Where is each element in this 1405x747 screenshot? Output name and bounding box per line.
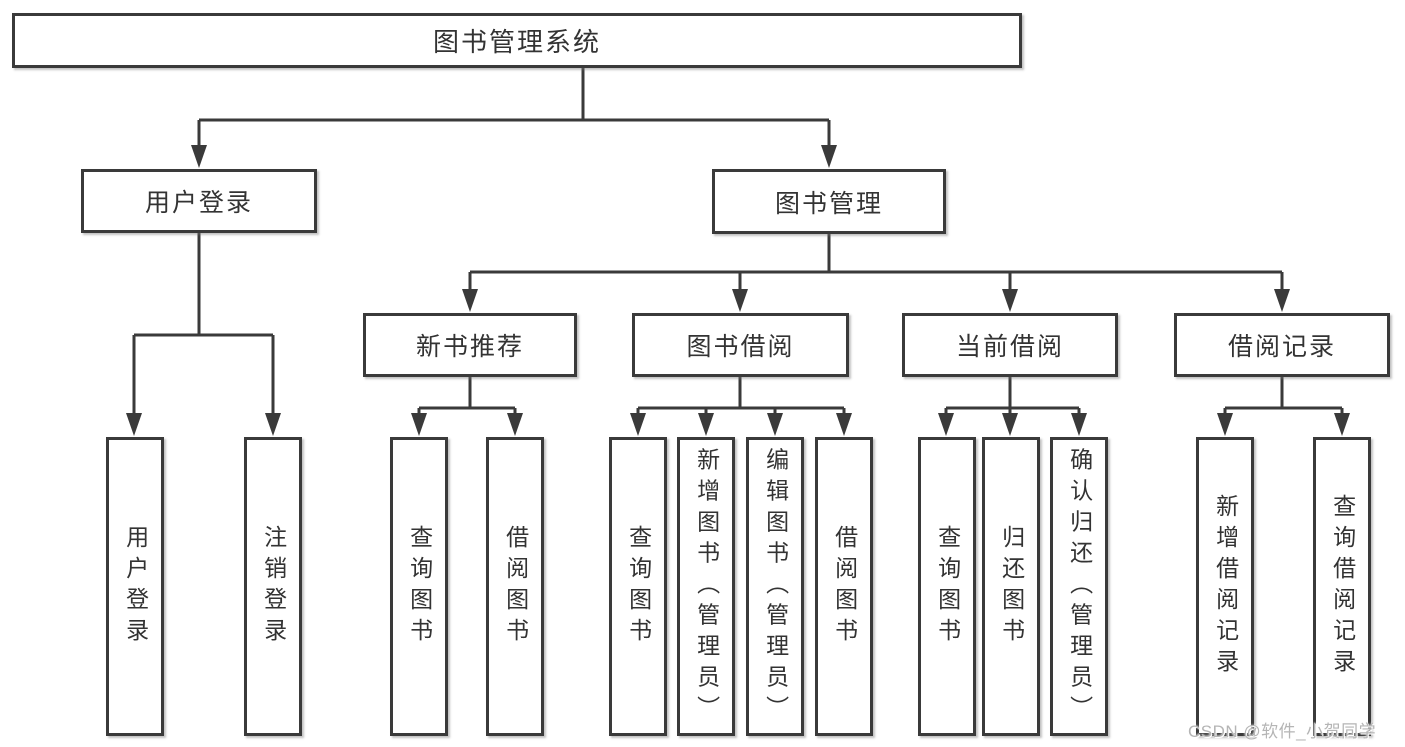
node-book-borrow: 图书借阅 [632,313,849,377]
leaf-borrow-query: 查询图书 [609,437,667,736]
node-new-book-recommend: 新书推荐 [363,313,577,377]
leaf-borrow-edit-label: 编辑图书（管理员） [762,447,789,726]
node-current-borrow-label: 当前借阅 [955,333,1064,361]
leaf-borrow-borrow-label: 借阅图书 [831,524,858,649]
node-book-management: 图书管理 [712,169,946,234]
leaf-records-add-label: 新增借阅记录 [1212,493,1239,680]
leaf-newbooks-query-label: 查询图书 [406,524,433,649]
leaf-newbooks-query: 查询图书 [390,437,448,736]
leaf-current-query-label: 查询图书 [934,524,961,649]
node-new-book-recommend-label: 新书推荐 [415,333,524,361]
leaf-records-add: 新增借阅记录 [1196,437,1254,736]
node-user-login-label: 用户登录 [144,189,253,217]
node-current-borrow: 当前借阅 [902,313,1118,377]
leaf-current-return: 归还图书 [982,437,1040,736]
leaf-records-query: 查询借阅记录 [1313,437,1371,736]
node-borrow-records: 借阅记录 [1174,313,1390,377]
leaf-user-login: 用户登录 [106,437,164,736]
leaf-borrow-query-label: 查询图书 [625,524,652,649]
node-user-login: 用户登录 [81,169,317,233]
node-book-borrow-label: 图书借阅 [686,333,795,361]
leaf-current-query: 查询图书 [918,437,976,736]
node-borrow-records-label: 借阅记录 [1227,333,1336,361]
leaf-records-query-label: 查询借阅记录 [1329,493,1356,680]
leaf-newbooks-borrow: 借阅图书 [486,437,544,736]
node-book-management-label: 图书管理 [774,189,883,218]
leaf-current-return-label: 归还图书 [998,524,1025,649]
leaf-newbooks-borrow-label: 借阅图书 [502,524,529,649]
node-library-system: 图书管理系统 [12,13,1022,68]
leaf-borrow-add: 新增图书（管理员） [677,437,735,736]
watermark: CSDN @软件_小贺同学 [1188,722,1377,741]
leaf-borrow-add-label: 新增图书（管理员） [693,447,720,726]
leaf-borrow-edit: 编辑图书（管理员） [746,437,804,736]
leaf-logout: 注销登录 [244,437,302,736]
leaf-user-login-label: 用户登录 [122,524,149,649]
leaf-borrow-borrow: 借阅图书 [815,437,873,736]
arrowheads [126,145,1350,436]
leaf-logout-label: 注销登录 [260,524,287,649]
leaf-current-confirm-return: 确认归还（管理员） [1050,437,1108,736]
leaf-current-confirm-return-label: 确认归还（管理员） [1066,447,1093,726]
node-library-system-label: 图书管理系统 [432,27,601,57]
